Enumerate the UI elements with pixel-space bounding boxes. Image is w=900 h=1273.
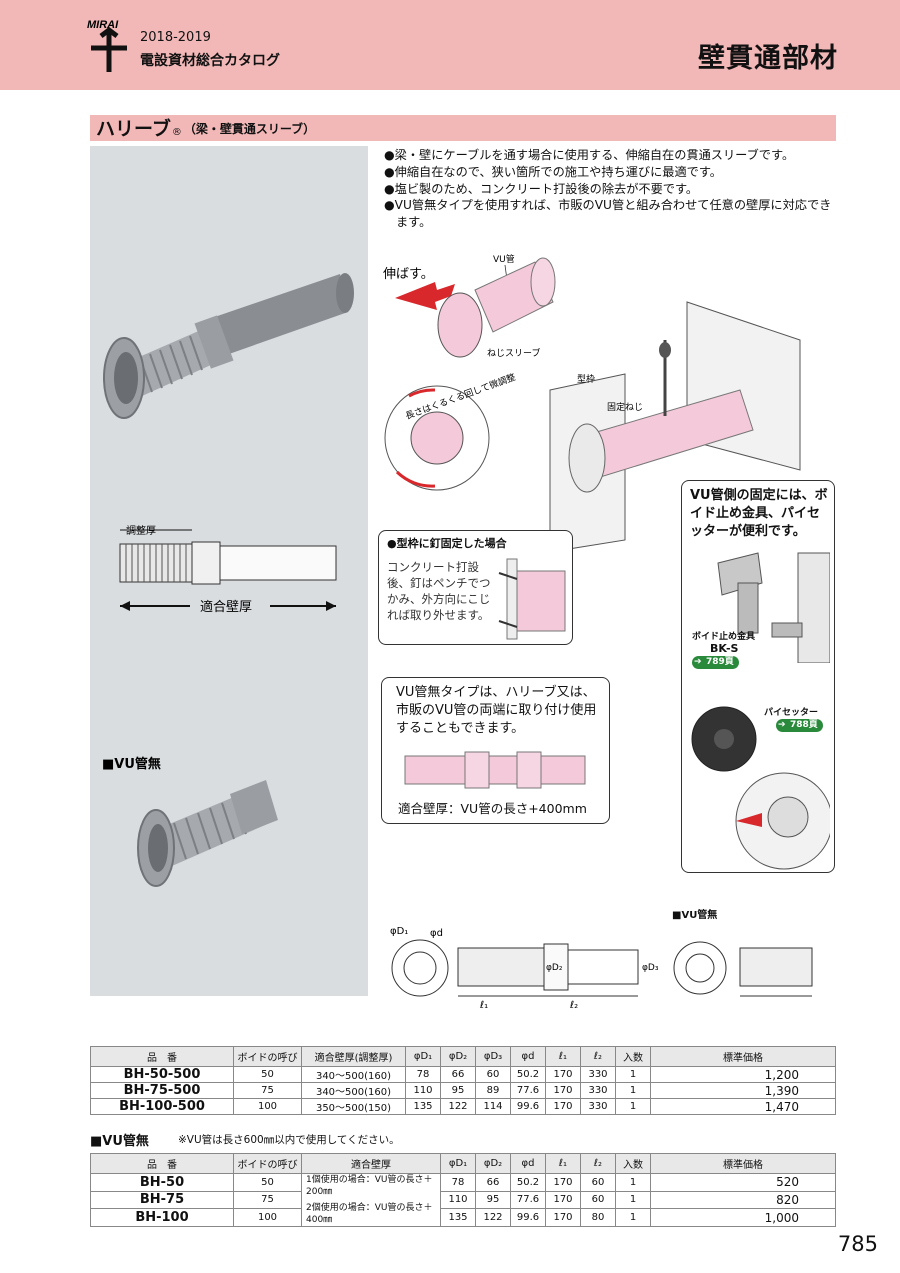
feature-list: ●梁・壁にケーブルを通す場合に使用する、伸縮自在の貫通スリーブです。 ●伸縮自在… bbox=[384, 147, 839, 231]
feature-item: ●VU管無タイプを使用すれば、市販のVU管と組み合わせて任意の壁厚に対応できます… bbox=[384, 198, 832, 230]
d1-label: φD₁ bbox=[390, 926, 408, 937]
wall-case-1: 1個使用の場合：VU管の長さ＋200㎜ bbox=[306, 1175, 433, 1197]
nail-fix-box: ●型枠に釘固定した場合 コンクリート打設後、釘はペンチでつかみ、外方向にこじれば… bbox=[378, 530, 573, 645]
registered-mark: ® bbox=[171, 127, 182, 138]
setter-page-link[interactable]: 788頁 bbox=[776, 719, 823, 732]
l1-label: ℓ₁ bbox=[480, 1000, 488, 1010]
setter-page: 788頁 bbox=[790, 720, 818, 730]
table2-note: ※VU管は長さ600㎜以内で使用してください。 bbox=[178, 1134, 400, 1146]
vu-none-formula: 適合壁厚：VU管の長さ+400mm bbox=[398, 801, 587, 816]
section-title-bar: ハリーブ ® （梁・壁貫通スリーブ） bbox=[90, 115, 836, 141]
nail-diagram bbox=[498, 558, 566, 640]
bracket-page-link[interactable]: 789頁 bbox=[692, 656, 739, 669]
bracket-name: ボイド止め金具 bbox=[692, 632, 756, 642]
vu-none-assembly-diagram bbox=[404, 751, 586, 789]
vu-pipe-label: VU管 bbox=[493, 253, 515, 265]
vu-none-title: ■VU管無 bbox=[102, 756, 161, 772]
fix-screw-label: 固定ねじ bbox=[607, 401, 643, 413]
nail-box-text: コンクリート打設後、釘はペンチでつかみ、外方向にこじれば取り外せます。 bbox=[387, 560, 491, 622]
pipe-setter-illustration bbox=[691, 706, 830, 870]
category-title: 壁貫通部材 bbox=[698, 43, 838, 74]
mirai-logo: MIRAI bbox=[87, 19, 127, 72]
setter-name: パイセッター bbox=[764, 708, 819, 718]
bracket-model: BK-S bbox=[710, 642, 739, 655]
d3-label: φD₃ bbox=[642, 963, 659, 973]
sleeve-photo: 調整厚 適合壁厚 ■VU管無 bbox=[102, 273, 354, 887]
screw-sleeve-label: ねじスリーブ bbox=[487, 347, 540, 359]
table2-title: ■VU管無 bbox=[90, 1134, 149, 1149]
l2-label: ℓ₂ bbox=[570, 1000, 578, 1010]
installation-diagram: 伸ばす。 VU管 ねじスリーブ 長さはくるくる回して微調整 型枠 固定ねじ bbox=[383, 253, 801, 553]
vu-side-text: VU管側の固定には、ボイド止め金具、パイセッターが便利です。 bbox=[690, 488, 828, 539]
catalog-year: 2018-2019 bbox=[140, 30, 211, 45]
feature-item: ●塩ビ製のため、コンクリート打設後の除去が不要です。 bbox=[384, 181, 699, 196]
d2-label: φD₂ bbox=[546, 963, 563, 973]
dims-vu-none-label: ■VU管無 bbox=[672, 910, 718, 921]
wall-case-2: 2個使用の場合：VU管の長さ＋400㎜ bbox=[306, 1203, 433, 1225]
stretch-arrow-icon bbox=[395, 282, 455, 310]
nail-box-title: ●型枠に釘固定した場合 bbox=[387, 537, 507, 550]
vu-none-info-box: VU管無タイプは、ハリーブ又は、市販のVU管の両端に取り付け使用することもできま… bbox=[381, 677, 610, 824]
feature-item: ●梁・壁にケーブルを通す場合に使用する、伸縮自在の貫通スリーブです。 bbox=[384, 148, 795, 162]
d-label: φd bbox=[430, 928, 443, 939]
dimension-drawings: φD₁ φd φD₂ φD₃ ℓ₁ ℓ₂ bbox=[390, 926, 813, 1010]
vu-side-fixing-box: VU管側の固定には、ボイド止め金具、パイセッターが便利です。 ボイド止め金具 B… bbox=[681, 480, 835, 873]
feature-item: ●伸縮自在なので、狭い箇所での施工や持ち運びに最適です。 bbox=[384, 164, 722, 179]
catalog-name: 電設資材総合カタログ bbox=[140, 53, 280, 69]
product-subtitle: （梁・壁貫通スリーブ） bbox=[183, 122, 316, 136]
product-photo-panel: 調整厚 適合壁厚 ■VU管無 bbox=[90, 146, 368, 996]
vu-none-text: VU管無タイプは、ハリーブ又は、市販のVU管の両端に取り付け使用することもできま… bbox=[396, 685, 597, 736]
product-name: ハリーブ bbox=[96, 118, 171, 140]
page-number: 785 bbox=[837, 1232, 878, 1256]
page-header: MIRAI 2018-2019 電設資材総合カタログ 壁貫通部材 bbox=[0, 0, 900, 90]
svg-text:MIRAI: MIRAI bbox=[87, 19, 119, 31]
stretch-label: 伸ばす。 bbox=[383, 267, 434, 282]
bracket-page: 789頁 bbox=[706, 657, 734, 667]
form-frame-label: 型枠 bbox=[577, 373, 595, 385]
void-bracket-illustration bbox=[717, 552, 830, 663]
wall-thickness-label: 適合壁厚 bbox=[200, 599, 252, 615]
